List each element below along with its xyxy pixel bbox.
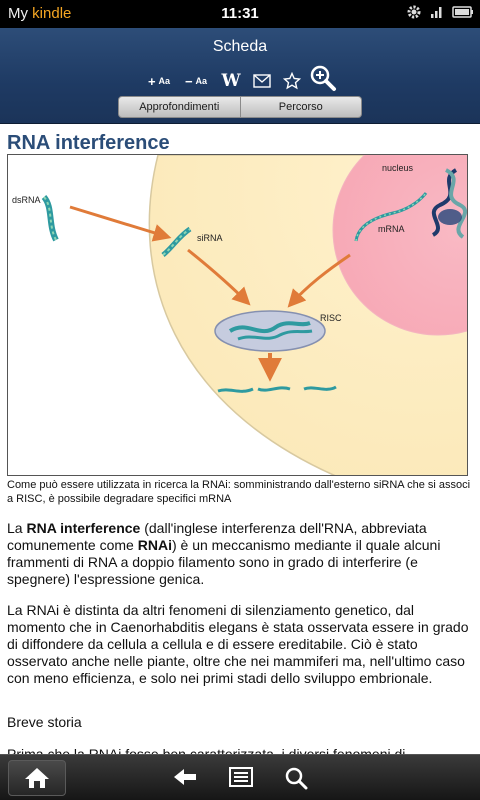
font-decrease-label: Aa bbox=[195, 76, 208, 86]
paragraph-intro: La RNA interference (dall'inglese interf… bbox=[7, 520, 473, 588]
risc-complex bbox=[214, 310, 326, 352]
dsrna-strand bbox=[41, 194, 59, 242]
arrow-dsrna-to-sirna bbox=[69, 205, 172, 242]
label-sirna: siRNA bbox=[197, 233, 223, 243]
header-toolbar: Scheda +Aa −Aa W Approfondimenti Percors… bbox=[0, 28, 480, 124]
rnai-diagram bbox=[8, 155, 467, 475]
font-decrease-symbol: − bbox=[184, 73, 193, 89]
toolbar: +Aa −Aa W bbox=[0, 65, 480, 96]
paragraph-history: Prima che la RNAi fosse ben caratterizza… bbox=[7, 746, 406, 754]
article-title: RNA interference bbox=[7, 132, 170, 154]
sirna-strand bbox=[161, 226, 192, 257]
font-decrease-button[interactable]: −Aa bbox=[183, 66, 209, 96]
status-app-prefix: My bbox=[8, 5, 33, 22]
nucleus-shape bbox=[332, 155, 467, 336]
signal-icon bbox=[430, 5, 444, 19]
star-icon[interactable] bbox=[281, 66, 303, 96]
zoom-icon[interactable] bbox=[308, 60, 338, 96]
rnai-figure: dsRNA siRNA nucleus mRNA RISC bbox=[7, 154, 468, 476]
label-mrna: mRNA bbox=[378, 224, 405, 234]
status-app-name: My kindle bbox=[8, 5, 71, 22]
tab-bar: Approfondimenti Percorso bbox=[118, 96, 362, 118]
degraded-mrna-fragments bbox=[217, 385, 337, 393]
mail-icon[interactable] bbox=[251, 66, 273, 96]
article-content[interactable]: RNA interference bbox=[0, 124, 480, 754]
section-heading-history: Breve storia bbox=[7, 714, 82, 730]
label-nucleus: nucleus bbox=[382, 163, 414, 173]
intro-abbrev-bold: RNAi bbox=[137, 537, 172, 553]
dna-helix-icon bbox=[431, 168, 467, 239]
status-app-brand: kindle bbox=[32, 5, 72, 22]
tab-percorso[interactable]: Percorso bbox=[240, 96, 362, 118]
font-increase-symbol: + bbox=[147, 73, 156, 89]
font-increase-button[interactable]: +Aa bbox=[146, 66, 172, 96]
status-icons bbox=[406, 4, 474, 20]
back-arrow-icon[interactable] bbox=[172, 766, 198, 793]
intro-term-bold: RNA interference bbox=[26, 520, 141, 536]
label-dsrna: dsRNA bbox=[12, 195, 41, 205]
home-icon bbox=[25, 768, 49, 788]
search-icon[interactable] bbox=[284, 766, 308, 795]
menu-icon[interactable] bbox=[228, 766, 254, 793]
arrow-sirna-to-risc bbox=[187, 248, 251, 306]
wikipedia-label: W bbox=[221, 71, 241, 91]
bottom-nav-bar bbox=[0, 754, 480, 800]
intro-text-a: La bbox=[7, 520, 27, 536]
status-time: 11:31 bbox=[221, 5, 259, 22]
battery-icon bbox=[452, 5, 474, 19]
wikipedia-button[interactable]: W bbox=[221, 66, 241, 96]
intro-text-c: (dall'inglese interferenza dell'RNA, abb… bbox=[7, 520, 427, 553]
page-title: Scheda bbox=[212, 38, 268, 55]
arrow-mrna-to-risc bbox=[287, 253, 351, 308]
paragraph-distinction: La RNAi è distinta da altri fenomeni di … bbox=[7, 602, 469, 686]
intro-text-e: ) è un meccanismo mediante il quale alcu… bbox=[7, 537, 441, 587]
label-risc: RISC bbox=[320, 313, 342, 323]
figure-caption: Come può essere utilizzata in ricerca la… bbox=[7, 479, 471, 505]
home-button[interactable] bbox=[8, 760, 66, 796]
mrna-strand bbox=[354, 192, 428, 242]
gear-icon[interactable] bbox=[406, 4, 422, 20]
status-bar: My kindle 11:31 bbox=[0, 0, 480, 28]
tab-approfondimenti[interactable]: Approfondimenti bbox=[118, 96, 241, 118]
font-increase-label: Aa bbox=[158, 76, 171, 86]
